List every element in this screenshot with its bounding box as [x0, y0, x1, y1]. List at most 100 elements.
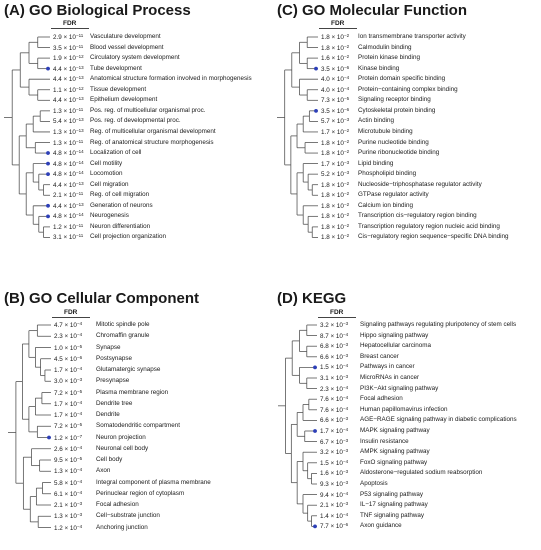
fdr-value: 7.6 × 10−4: [320, 405, 349, 414]
fdr-value: 1.7 × 10−3: [321, 159, 350, 168]
term-label: FoxO signaling pathway: [360, 458, 428, 466]
significant-dot: [46, 161, 50, 166]
significant-dot: [314, 66, 318, 71]
term-label: Ion transmembrane transporter activity: [358, 33, 466, 40]
fdr-header-C: FDR: [331, 20, 345, 27]
fdr-value: 3.2 × 10−3: [320, 321, 349, 329]
fdr-value: 3.5 × 10−11: [53, 43, 84, 52]
panel-title-D: (D) KEGG: [277, 290, 347, 307]
panel-title-B: (B) GO Cellular Component: [4, 290, 199, 307]
significant-dot: [46, 203, 50, 208]
term-label: Pos. reg. of developmental proc.: [90, 117, 181, 125]
term-label: Aldosterone−regulated sodium reabsorptio…: [360, 469, 483, 477]
term-label: Reg. of cell migration: [90, 191, 150, 199]
fdr-value: 4.8 × 10−14: [53, 212, 84, 221]
term-label: MAPK signaling pathway: [360, 427, 430, 434]
fdr-header-rule: [319, 28, 357, 29]
term-label: Lipid binding: [358, 159, 394, 167]
term-label: Hippo signaling pathway: [360, 331, 429, 339]
term-label: AGE−RAGE signaling pathway in diabetic c…: [360, 416, 517, 424]
significant-dot: [313, 429, 317, 433]
panel-title-C: (C) GO Molecular Function: [277, 2, 467, 19]
fdr-value: 1.6 × 10−2: [321, 54, 350, 63]
fdr-header-rule: [318, 317, 356, 318]
significant-dot: [46, 214, 50, 219]
term-label: Axon guidance: [360, 522, 402, 530]
term-label: Cell motility: [90, 159, 123, 167]
fdr-value: 9.4 × 10−4: [320, 490, 349, 499]
fdr-value: 2.1 × 10−3: [54, 501, 83, 509]
term-label: Protein−containing complex binding: [358, 85, 458, 93]
fdr-value: 4.8 × 10−14: [53, 159, 84, 168]
fdr-value: 1.8 × 10−2: [321, 138, 350, 147]
fdr-value: 1.8 × 10−2: [321, 149, 350, 158]
fdr-value: 1.3 × 10−13: [53, 127, 84, 136]
fdr-value: 4.4 × 10−13: [53, 75, 84, 84]
term-label: Neurogenesis: [90, 212, 129, 220]
term-label: GTPase regulator activity: [358, 191, 429, 199]
term-label: Chromaffin granule: [96, 332, 150, 340]
fdr-value: 5.2 × 10−3: [321, 170, 350, 179]
term-label: IL−17 signaling pathway: [360, 501, 428, 509]
fdr-header-B: FDR: [64, 309, 78, 316]
fdr-value: 2.1 × 10−3: [320, 501, 349, 510]
term-label: Breast cancer: [360, 352, 399, 360]
term-label: Anatomical structure formation involved …: [90, 75, 252, 83]
significant-dot: [47, 435, 51, 440]
significant-dot: [313, 524, 317, 529]
fdr-value: 3.2 × 10−3: [320, 448, 349, 457]
term-label: Pos. reg. of multicellular organismal pr…: [90, 106, 206, 114]
significant-dot: [46, 66, 50, 71]
fdr-value: 1.2 × 10−11: [53, 222, 84, 231]
term-label: Purine nucleotide binding: [358, 138, 429, 146]
fdr-value: 4.0 × 10−4: [321, 85, 350, 94]
term-label: Cytoskeletal protein binding: [358, 106, 436, 114]
term-label: Calcium ion binding: [358, 201, 413, 209]
fdr-value: 1.8 × 10−2: [321, 233, 350, 242]
fdr-value: 1.8 × 10−2: [321, 191, 350, 200]
fdr-value: 4.4 × 10−13: [53, 96, 84, 105]
fdr-value: 6.1 × 10−4: [54, 489, 83, 498]
fdr-value: 1.5 × 10−4: [320, 363, 349, 372]
term-label: Focal adhesion: [360, 395, 403, 403]
fdr-value: 2.3 × 10−4: [54, 332, 83, 341]
fdr-value: 3.0 × 10−3: [54, 377, 83, 386]
term-label: Hepatocellular carcinoma: [360, 342, 432, 350]
fdr-value: 1.8 × 10−2: [321, 201, 350, 210]
fdr-header-A: FDR: [63, 20, 77, 27]
fdr-value: 1.4 × 10−4: [320, 511, 349, 520]
fdr-value: 1.6 × 10−3: [320, 469, 349, 478]
term-label: Phospholipid binding: [358, 170, 417, 178]
term-label: Cell−substrate junction: [96, 512, 160, 520]
term-label: Localization of cell: [90, 149, 142, 157]
term-label: Pathways in cancer: [360, 363, 415, 371]
term-label: Nucleoside−triphosphatase regulator acti…: [358, 180, 482, 188]
term-label: Dendrite: [96, 411, 120, 418]
fdr-value: 7.2 × 10−5: [54, 422, 83, 431]
fdr-value: 1.2 × 10−7: [54, 433, 83, 442]
term-label: Human papillomavirus infection: [360, 405, 448, 413]
term-label: Transcription regulatory region nucleic …: [358, 222, 500, 230]
fdr-value: 7.6 × 10−4: [320, 395, 349, 404]
fdr-value: 1.8 × 10−2: [321, 180, 350, 189]
fdr-value: 1.3 × 10−11: [53, 106, 84, 115]
fdr-value: 5.7 × 10−3: [321, 117, 350, 126]
fdr-value: 2.9 × 10−11: [53, 33, 84, 41]
term-label: Circulatory system development: [90, 54, 180, 62]
term-label: Calmodulin binding: [358, 43, 412, 51]
fdr-header-D: FDR: [330, 309, 344, 316]
fdr-value: 8.7 × 10−4: [320, 331, 349, 340]
fdr-value: 2.3 × 10−4: [320, 384, 349, 393]
fdr-value: 4.4 × 10−13: [53, 180, 84, 189]
term-label: Plasma membrane region: [96, 388, 169, 396]
term-label: Cell migration: [90, 180, 129, 188]
fdr-header-rule: [52, 317, 90, 318]
term-label: Mitotic spindle pole: [96, 321, 150, 328]
term-label: Neuron projection: [96, 433, 146, 441]
term-label: Glutamatergic synapse: [96, 366, 161, 373]
fdr-value: 6.8 × 10−3: [320, 342, 349, 351]
fdr-value: 1.7 × 10−4: [54, 399, 83, 408]
fdr-value: 1.3 × 10−3: [54, 512, 83, 521]
fdr-value: 5.8 × 10−4: [54, 478, 83, 487]
